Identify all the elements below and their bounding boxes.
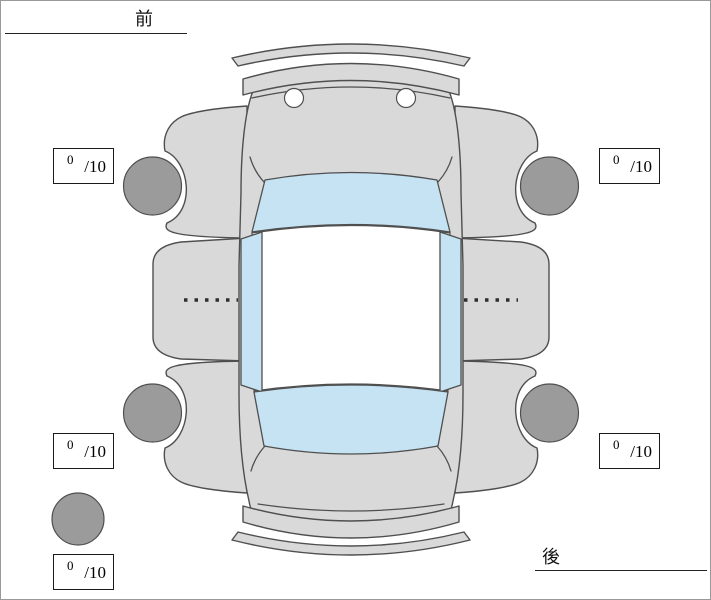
- windshield: [251, 171, 451, 233]
- tire-rear-right: [519, 383, 580, 443]
- rear-direction-text: 後: [542, 547, 560, 567]
- rear-window: [253, 384, 449, 455]
- right-side-window: [439, 231, 462, 393]
- car-body-panels: [152, 43, 550, 556]
- tread-denominator: /10: [84, 563, 106, 582]
- tire-front-left: [122, 156, 183, 216]
- tread-rating-box-rear-left: 0 /10: [53, 433, 114, 469]
- tread-denominator: /10: [630, 442, 652, 461]
- tread-rating-box-spare: 0 /10: [53, 554, 114, 590]
- tread-rating-box-rear-right: 0 /10: [599, 433, 660, 469]
- tires: [51, 156, 580, 546]
- roof-panel: [251, 224, 451, 392]
- tread-denominator: /10: [630, 157, 652, 176]
- a-pillar-line-right: [437, 156, 453, 183]
- front-direction-text: 前: [135, 9, 153, 29]
- c-pillar-line-right: [436, 445, 452, 472]
- right-door-panel: [454, 237, 550, 362]
- front-right-fender: [454, 105, 539, 239]
- c-pillar-line-left: [250, 445, 266, 472]
- hood-seam-line: [251, 86, 451, 99]
- a-pillar-line-left: [249, 156, 265, 183]
- left-door-panel: [152, 237, 248, 362]
- tread-denominator: /10: [84, 157, 106, 176]
- hood-circle-right: [395, 87, 417, 109]
- front-trim-strip: [231, 43, 471, 67]
- tread-rating-box-front-left: 0 /10: [53, 148, 114, 184]
- tread-denominator: /10: [84, 442, 106, 461]
- tread-score: 0: [613, 152, 620, 167]
- trunk-seam-line: [257, 503, 445, 512]
- tire-spare: [51, 492, 105, 546]
- tire-rear-left: [122, 383, 183, 443]
- tire-front-right: [519, 156, 580, 216]
- tread-score: 0: [67, 558, 74, 573]
- rear-right-fender: [454, 360, 539, 494]
- front-left-fender: [163, 105, 248, 239]
- left-side-window: [240, 231, 263, 393]
- hood-circle-left: [283, 87, 305, 109]
- tread-score: 0: [67, 152, 74, 167]
- front-direction-label: 前: [5, 6, 187, 34]
- tread-rating-box-front-right: 0 /10: [599, 148, 660, 184]
- tread-score: 0: [67, 437, 74, 452]
- tread-score: 0: [613, 437, 620, 452]
- rear-trim-strip: [231, 531, 471, 556]
- front-bumper: [242, 62, 460, 96]
- rear-direction-label: 後: [535, 544, 707, 571]
- rear-left-fender: [163, 360, 248, 494]
- rear-bumper: [242, 505, 460, 539]
